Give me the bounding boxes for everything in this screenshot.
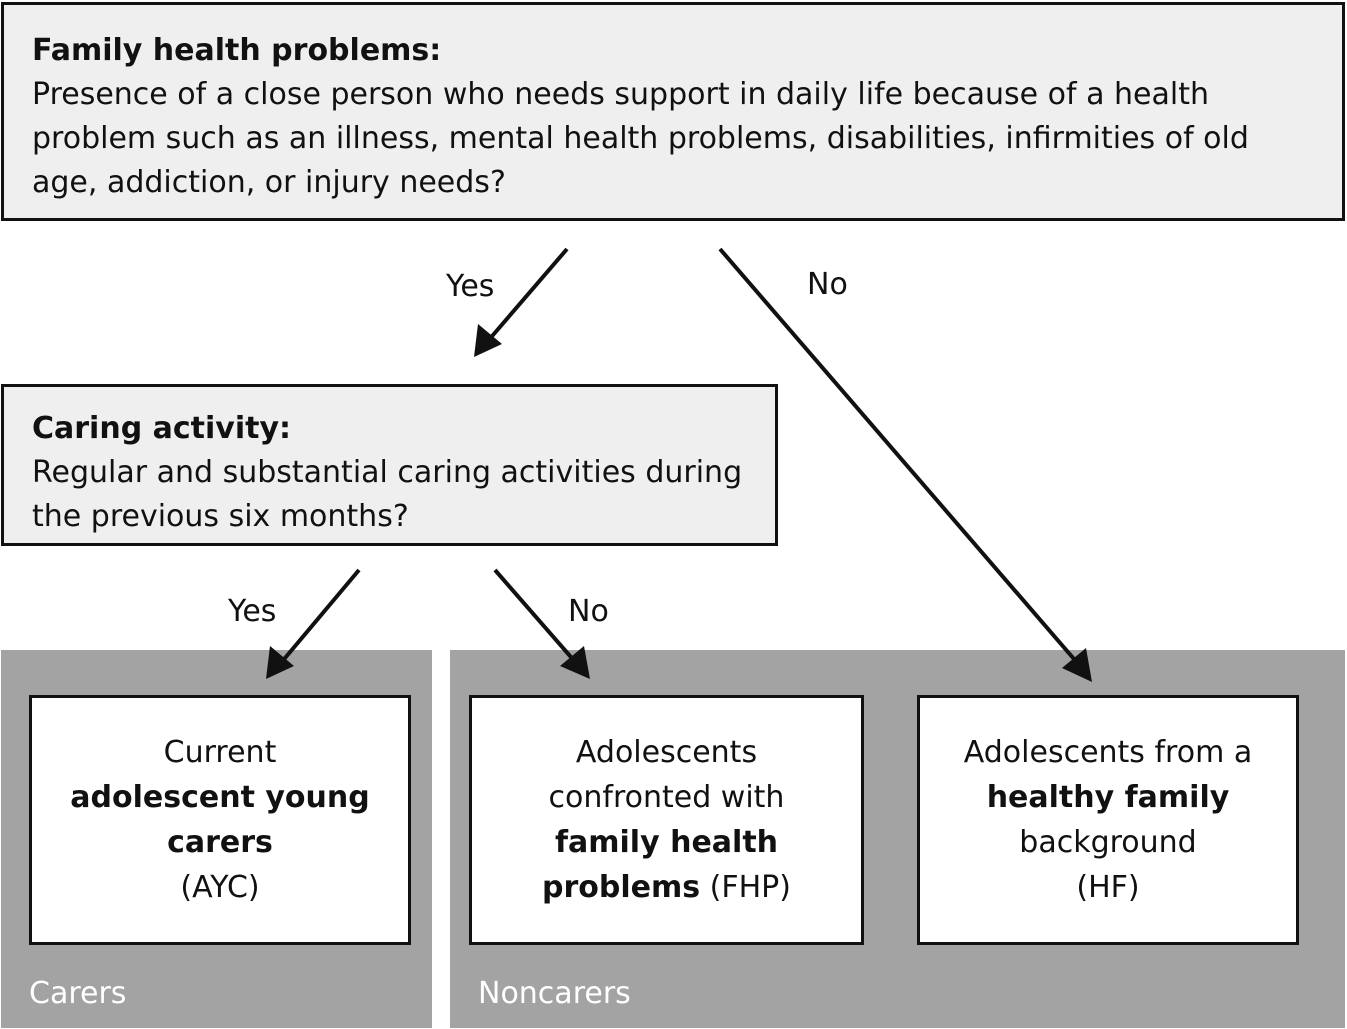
outcome-hf-prefix: Adolescents from a [963, 735, 1262, 770]
arrow-second-yes [266, 568, 361, 679]
outcome-hf-bold: healthy family [986, 780, 1230, 815]
caring-activity-question-body: Regular and substantial caring activitie… [32, 455, 743, 534]
arrow-top-yes [474, 247, 569, 357]
outcome-hf-suffix: (HF) [1076, 870, 1140, 905]
caring-activity-question-box: Caring activity: Regular and substantial… [1, 384, 778, 546]
family-health-question: Family health problems: Presence of a cl… [32, 29, 1316, 205]
outcome-ayc-text: Current adolescent young carers (AYC) [70, 730, 370, 910]
second-yes-label: Yes [228, 594, 277, 629]
outcome-fhp-suffix: (FHP) [700, 870, 791, 905]
arrow-top-no [718, 247, 1092, 682]
top-no-label: No [807, 267, 848, 302]
outcome-fhp-text: Adolescents confronted with family healt… [537, 730, 797, 910]
carers-group-label: Carers [29, 976, 127, 1011]
outcome-hf-middle: background [1019, 780, 1239, 860]
family-health-question-title: Family health problems: [32, 33, 442, 68]
arrow-second-no [493, 568, 590, 679]
noncarers-group-label: Noncarers [478, 976, 631, 1011]
family-health-question-box: Family health problems: Presence of a cl… [1, 2, 1345, 221]
second-no-label: No [568, 594, 609, 629]
outcome-fhp-prefix: Adolescents confronted with [548, 735, 794, 815]
caring-activity-question: Caring activity: Regular and substantial… [32, 407, 755, 539]
outcome-ayc-prefix: Current [163, 735, 286, 770]
outcome-ayc-suffix: (AYC) [180, 870, 260, 905]
outcome-fhp-bold: family health problems [542, 825, 779, 905]
outcome-fhp-box: Adolescents confronted with family healt… [469, 695, 864, 945]
outcome-hf-text: Adolescents from a healthy family backgr… [958, 730, 1258, 910]
outcome-ayc-bold: adolescent young carers [70, 780, 370, 860]
outcome-ayc-box: Current adolescent young carers (AYC) [29, 695, 411, 945]
family-health-question-body: Presence of a close person who needs sup… [32, 77, 1249, 200]
top-yes-label: Yes [446, 269, 495, 304]
outcome-hf-box: Adolescents from a healthy family backgr… [917, 695, 1299, 945]
caring-activity-question-title: Caring activity: [32, 411, 291, 446]
